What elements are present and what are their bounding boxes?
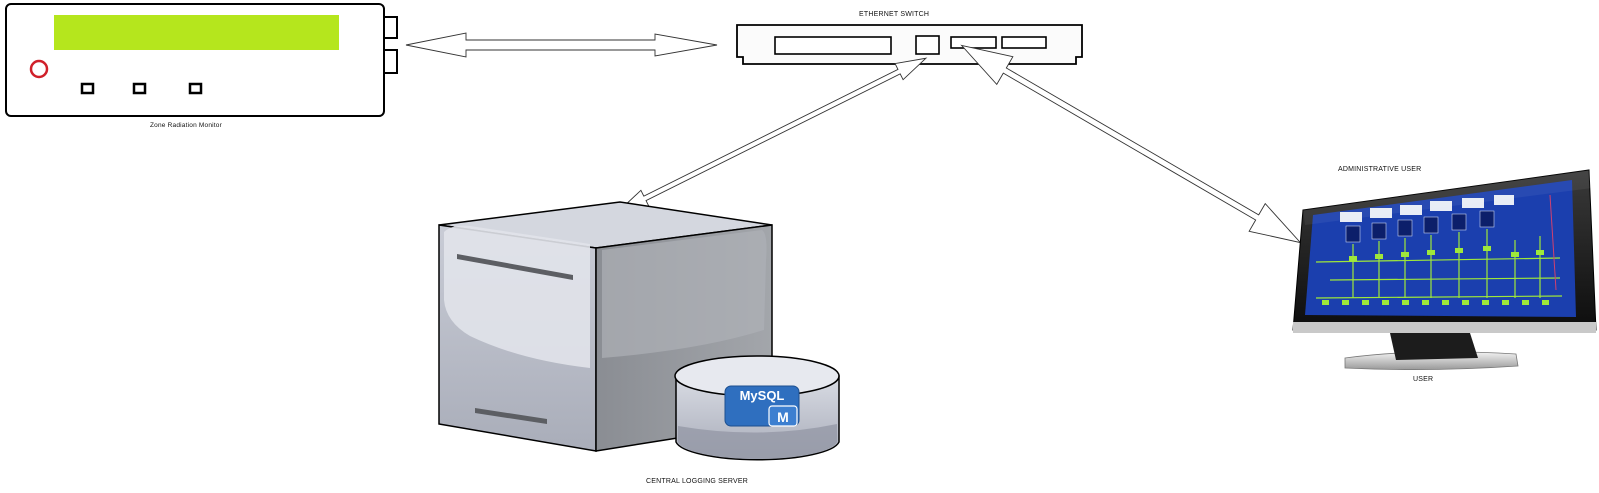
- monitor-bezel-bottom: [1293, 322, 1596, 333]
- switch-port-large: [774, 36, 892, 55]
- label-logging-server: CENTRAL LOGGING SERVER: [646, 478, 749, 485]
- link-arrow-switch-admin: [960, 44, 1302, 244]
- switch-port-small: [915, 35, 940, 55]
- monitor-stand-neck: [1390, 333, 1478, 360]
- monitor-button-3: [188, 82, 203, 95]
- mysql-badge-letter: M: [777, 409, 789, 425]
- link-arrow-monitor-switch: [405, 32, 718, 58]
- arrows: [405, 32, 1302, 244]
- admin-workstation: [1292, 169, 1597, 370]
- monitor-lcd: [54, 15, 339, 50]
- logging-server: [438, 201, 773, 452]
- monitor-gloss: [1303, 170, 1592, 225]
- db-cylinder-shadow: [678, 424, 837, 459]
- monitor-button-2: [132, 82, 147, 95]
- switch-port-4: [1001, 36, 1047, 49]
- monitor-status-led-icon: [29, 59, 49, 79]
- monitor-port-2: [383, 49, 398, 74]
- switch-port-3: [950, 36, 997, 49]
- scada-screen-content: [1315, 194, 1563, 305]
- monitor-button-1: [80, 82, 95, 95]
- monitor-port-1: [383, 16, 398, 39]
- link-arrow-switch-server: [616, 57, 928, 213]
- server-side-highlight: [602, 230, 767, 358]
- label-administrative-user: ADMINISTRATIVE USER: [1338, 166, 1422, 173]
- label-radiation-monitor: Zone Radiation Monitor: [150, 122, 222, 129]
- mysql-badge: [768, 405, 798, 427]
- label-ethernet-switch: ETHERNET SWITCH: [859, 11, 930, 18]
- mysql-database: MySQL M: [674, 355, 840, 461]
- server-slot-top: [457, 254, 573, 280]
- radiation-monitor: [5, 3, 398, 117]
- server-slot-bottom: [475, 408, 547, 424]
- ethernet-switch: [736, 24, 1083, 65]
- mysql-logo-text: MySQL: [740, 388, 785, 403]
- label-user: USER: [1413, 376, 1434, 383]
